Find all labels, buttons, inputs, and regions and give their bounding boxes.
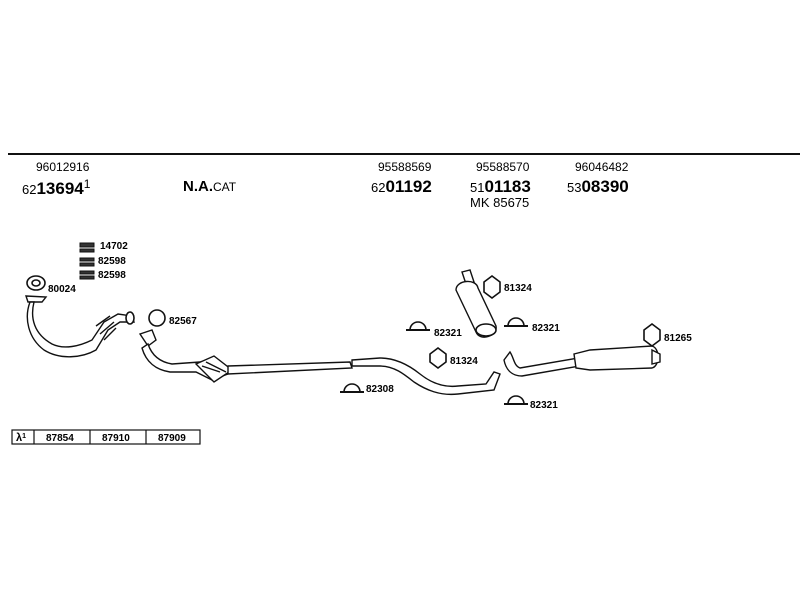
intermediate-pipe-part — [351, 357, 501, 396]
rubber-mount-81324-a-icon — [483, 275, 501, 299]
label-81324-a: 81324 — [504, 283, 532, 294]
mounting-kit-number: MK 85675 — [470, 195, 529, 210]
label-82321-a: 82321 — [434, 328, 462, 339]
label-81324-b: 81324 — [450, 356, 478, 367]
clamp-82321-a-icon — [406, 321, 430, 331]
part-number-6213694: 62136941 — [22, 177, 91, 198]
label-82321-c: 82321 — [530, 400, 558, 411]
oem-number-96046482: 96046482 — [575, 160, 629, 174]
rubber-mount-81324-b-icon — [429, 347, 447, 369]
lambda-cell-87910: 87910 — [102, 433, 130, 444]
ring-gasket-inner-icon — [31, 279, 41, 287]
oem-number-96012916: 96012916 — [36, 160, 90, 174]
part-number-5308390: 5308390 — [567, 177, 629, 196]
label-82321-b: 82321 — [532, 323, 560, 334]
clamp-82321-c-icon — [504, 395, 528, 405]
label-82598-a: 82598 — [98, 256, 126, 267]
lambda-cell-87854: 87854 — [46, 433, 74, 444]
clamp-82308-icon — [340, 383, 364, 393]
rear-silencer-part — [503, 345, 661, 377]
label-80024: 80024 — [48, 284, 76, 295]
gasket-stack-icon — [79, 242, 95, 280]
label-14702: 14702 — [100, 241, 128, 252]
center-silencer-part — [455, 269, 497, 338]
lambda-symbol: λ1 — [16, 432, 26, 444]
label-82598-b: 82598 — [98, 270, 126, 281]
rubber-mount-81265-icon — [643, 323, 661, 347]
front-pipe-part — [25, 295, 135, 358]
oem-number-95588569: 95588569 — [378, 160, 432, 174]
catalyst-label: N.A.CAT — [183, 178, 237, 195]
clamp-82321-b-icon — [504, 317, 528, 327]
label-82308: 82308 — [366, 384, 394, 395]
lambda-cell-87909: 87909 — [158, 433, 186, 444]
part-number-6201192: 6201192 — [371, 177, 432, 196]
lambda-sensor-box — [11, 429, 201, 445]
part-number-5101183: 5101183 — [470, 177, 531, 196]
oem-number-95588570: 95588570 — [476, 160, 530, 174]
catalytic-converter-part — [138, 329, 353, 383]
label-81265: 81265 — [664, 333, 692, 344]
label-82567: 82567 — [169, 316, 197, 327]
ring-gasket-82567-icon — [148, 309, 166, 327]
